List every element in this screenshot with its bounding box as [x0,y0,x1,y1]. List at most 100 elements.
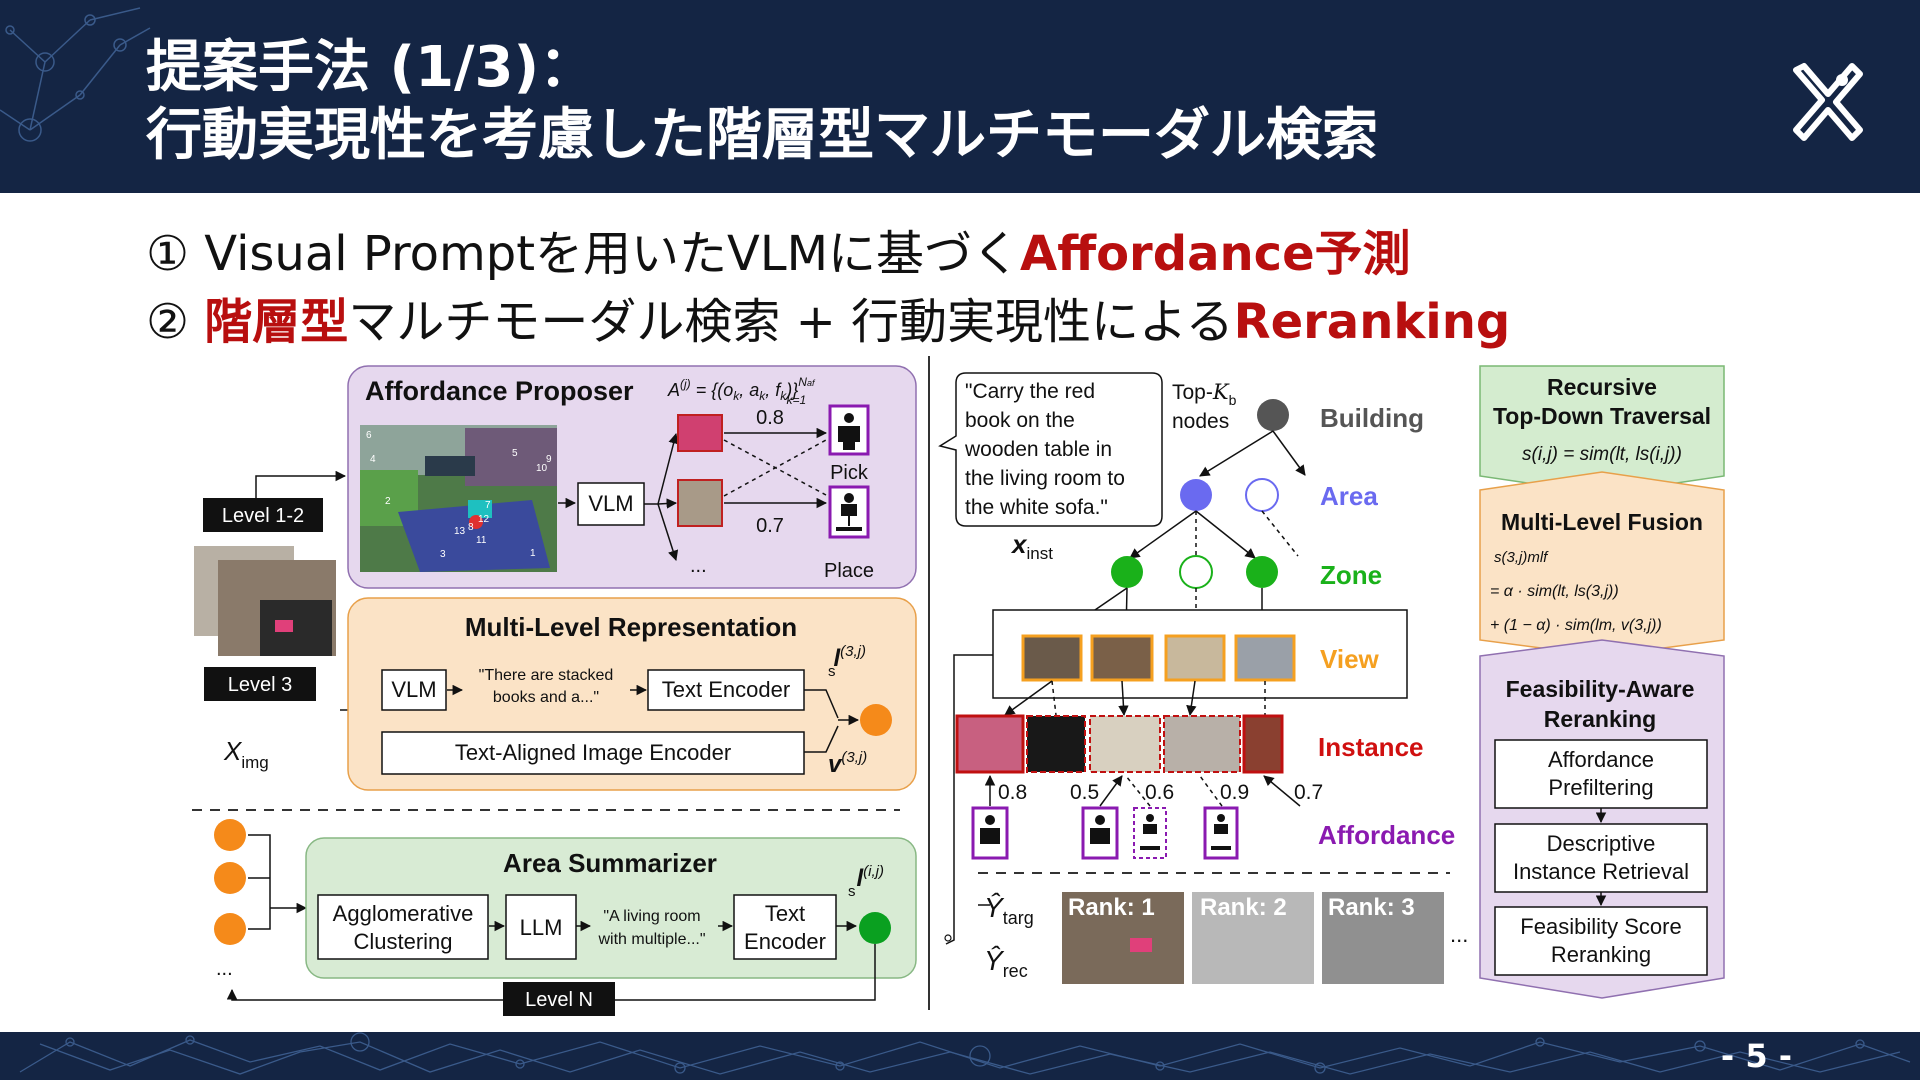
area-node-unselected [1245,478,1279,512]
llm-caption-line2: with multiple..." [597,931,705,948]
score-bottom: 0.7 [756,515,784,537]
area-node-selected [1180,479,1212,511]
svg-text:0.9: 0.9 [1220,781,1249,804]
bullet-1: ① Visual Promptを用いたVLMに基づくAffordance予測 [146,228,1411,281]
view-images [1021,634,1296,682]
svg-text:0.7: 0.7 [1294,781,1323,804]
svg-text:9: 9 [546,454,552,465]
text-encoder-label: Text Encoder [662,677,790,702]
y-targ: Ŷtarg [984,892,1034,928]
slide-title-line2: 行動実現性を考慮した階層型マルチモーダル検索 [146,103,1378,168]
fusion-formula-line1: s(3,j)mlf [1494,549,1549,566]
svg-text:1: 1 [530,548,536,559]
affordance-scores: 0.8 0.5 0.6 0.9 0.7 [998,781,1323,804]
logo-icon [1793,63,1863,141]
level-area: Area [1320,481,1378,511]
vlm-box-2 [381,669,447,711]
bullet-text: マルチモーダル検索 + 行動実現性による [348,294,1234,350]
svg-text:wooden table in: wooden table in [964,438,1112,461]
input-node-3 [214,913,246,945]
clustering-box [317,894,489,960]
top-k-nodes: Top-Kb [1172,380,1237,408]
step3-line2: Reranking [1551,942,1651,967]
level-1-2-badge [203,498,323,532]
view-to-instance-arrows [1004,680,1266,717]
step-descriptive-retrieval [1494,823,1708,893]
svg-text:3: 3 [440,549,446,560]
svg-text:8: 8 [468,522,474,533]
fused-node [860,704,892,736]
step1-line2: Prefiltering [1548,775,1653,800]
svg-text:Rank: 2: Rank: 2 [1200,894,1287,921]
feasibility-title-line1: Feasibility-Aware [1506,676,1695,702]
step-feasibility-reranking [1494,906,1708,976]
instance-crops [955,714,1284,774]
clustering-label-line2: Clustering [353,929,452,954]
svg-text:Rank: 1: Rank: 1 [1068,894,1155,921]
instance-to-affordance-arrows [984,774,1301,807]
step2-line2: Instance Retrieval [1513,859,1689,884]
network-decoration [19,1032,1911,1075]
multi-level-title: Multi-Level Representation [465,612,797,642]
level-1-2-label: Level 1-2 [222,505,304,527]
recursive-formula: s(i,j) = sim(lt, ls(i,j)) [1522,444,1682,465]
svg-text:13: 13 [454,526,466,537]
level-n-badge [503,982,615,1016]
place-icon [828,485,870,539]
recursive-title-line1: Recursive [1547,374,1657,400]
ellipsis: ... [690,555,707,577]
scene-marks: 6 4 5 9 10 2 7 12 13 11 3 1 8 [366,430,552,560]
clustering-label-line1: Agglomerative [333,901,474,926]
l-s-ij: l(i,j)s [848,863,884,900]
svg-text:"Carry the red: "Carry the red [965,380,1095,403]
text-encoder-2-line2: Encoder [744,929,826,954]
score-top: 0.8 [756,407,784,429]
level-affordance: Affordance [1318,820,1455,850]
svg-text:12: 12 [478,514,490,525]
slide-title-line1: 提案手法 (1/3)： [146,35,596,100]
sofa-crop [677,479,723,527]
page-number: - 5 - [1720,1037,1792,1075]
vlm-caption-line2: books and a..." [493,689,599,706]
bullet-number: ① [146,226,190,282]
zone-node-1 [1111,556,1143,588]
level-3-label: Level 3 [228,674,293,696]
svg-text:the white sofa.": the white sofa." [965,496,1108,519]
fusion-formula-line2: = α · sim(lt, ls(3,j)) [1490,583,1619,600]
title-bar: 提案手法 (1/3)： 行動実現性を考慮した階層型マルチモーダル検索 [0,0,1920,193]
text-encoder-box-2 [733,894,837,960]
svg-text:the living room to: the living room to [965,467,1125,490]
llm-caption-line1: "A living room [603,908,700,925]
bullet-number: ② [146,294,190,350]
zone-node-2 [1179,555,1213,589]
input-ellipsis: ... [216,958,233,980]
area-summarizer-title: Area Summarizer [503,848,717,878]
image-encoder-label: Text-Aligned Image Encoder [455,740,731,765]
l-s-3j: l(3,j)s [828,643,866,680]
building-node [1257,399,1289,431]
level-3-badge [204,667,316,701]
step1-line1: Affordance [1548,747,1654,772]
svg-text:10: 10 [536,463,548,474]
recursive-title-line2: Top-Down Traversal [1493,403,1711,429]
feasibility-title-line2: Reranking [1544,706,1656,732]
rank-labels: Rank: 1 Rank: 2 Rank: 3 [1068,894,1415,921]
svg-text:Rank: 3: Rank: 3 [1328,894,1415,921]
svg-text:5: 5 [512,448,518,459]
image-encoder-box [381,731,805,775]
bullet-highlight: Affordance予測 [1020,226,1411,282]
affordance-icons [971,806,1239,860]
footer-bar: - 5 - [0,1032,1920,1080]
y-rec: Ŷrec [984,945,1028,981]
step2-line1: Descriptive [1547,831,1656,856]
level-n-label: Level N [525,989,593,1011]
svg-text:11: 11 [476,535,487,546]
multi-level-fusion-panel [1479,471,1725,657]
place-label: Place [824,560,874,582]
svg-text:2: 2 [385,496,391,507]
v-3j: v(3,j) [828,749,867,778]
level-building: Building [1320,403,1424,433]
instruction-bubble [938,372,1163,527]
